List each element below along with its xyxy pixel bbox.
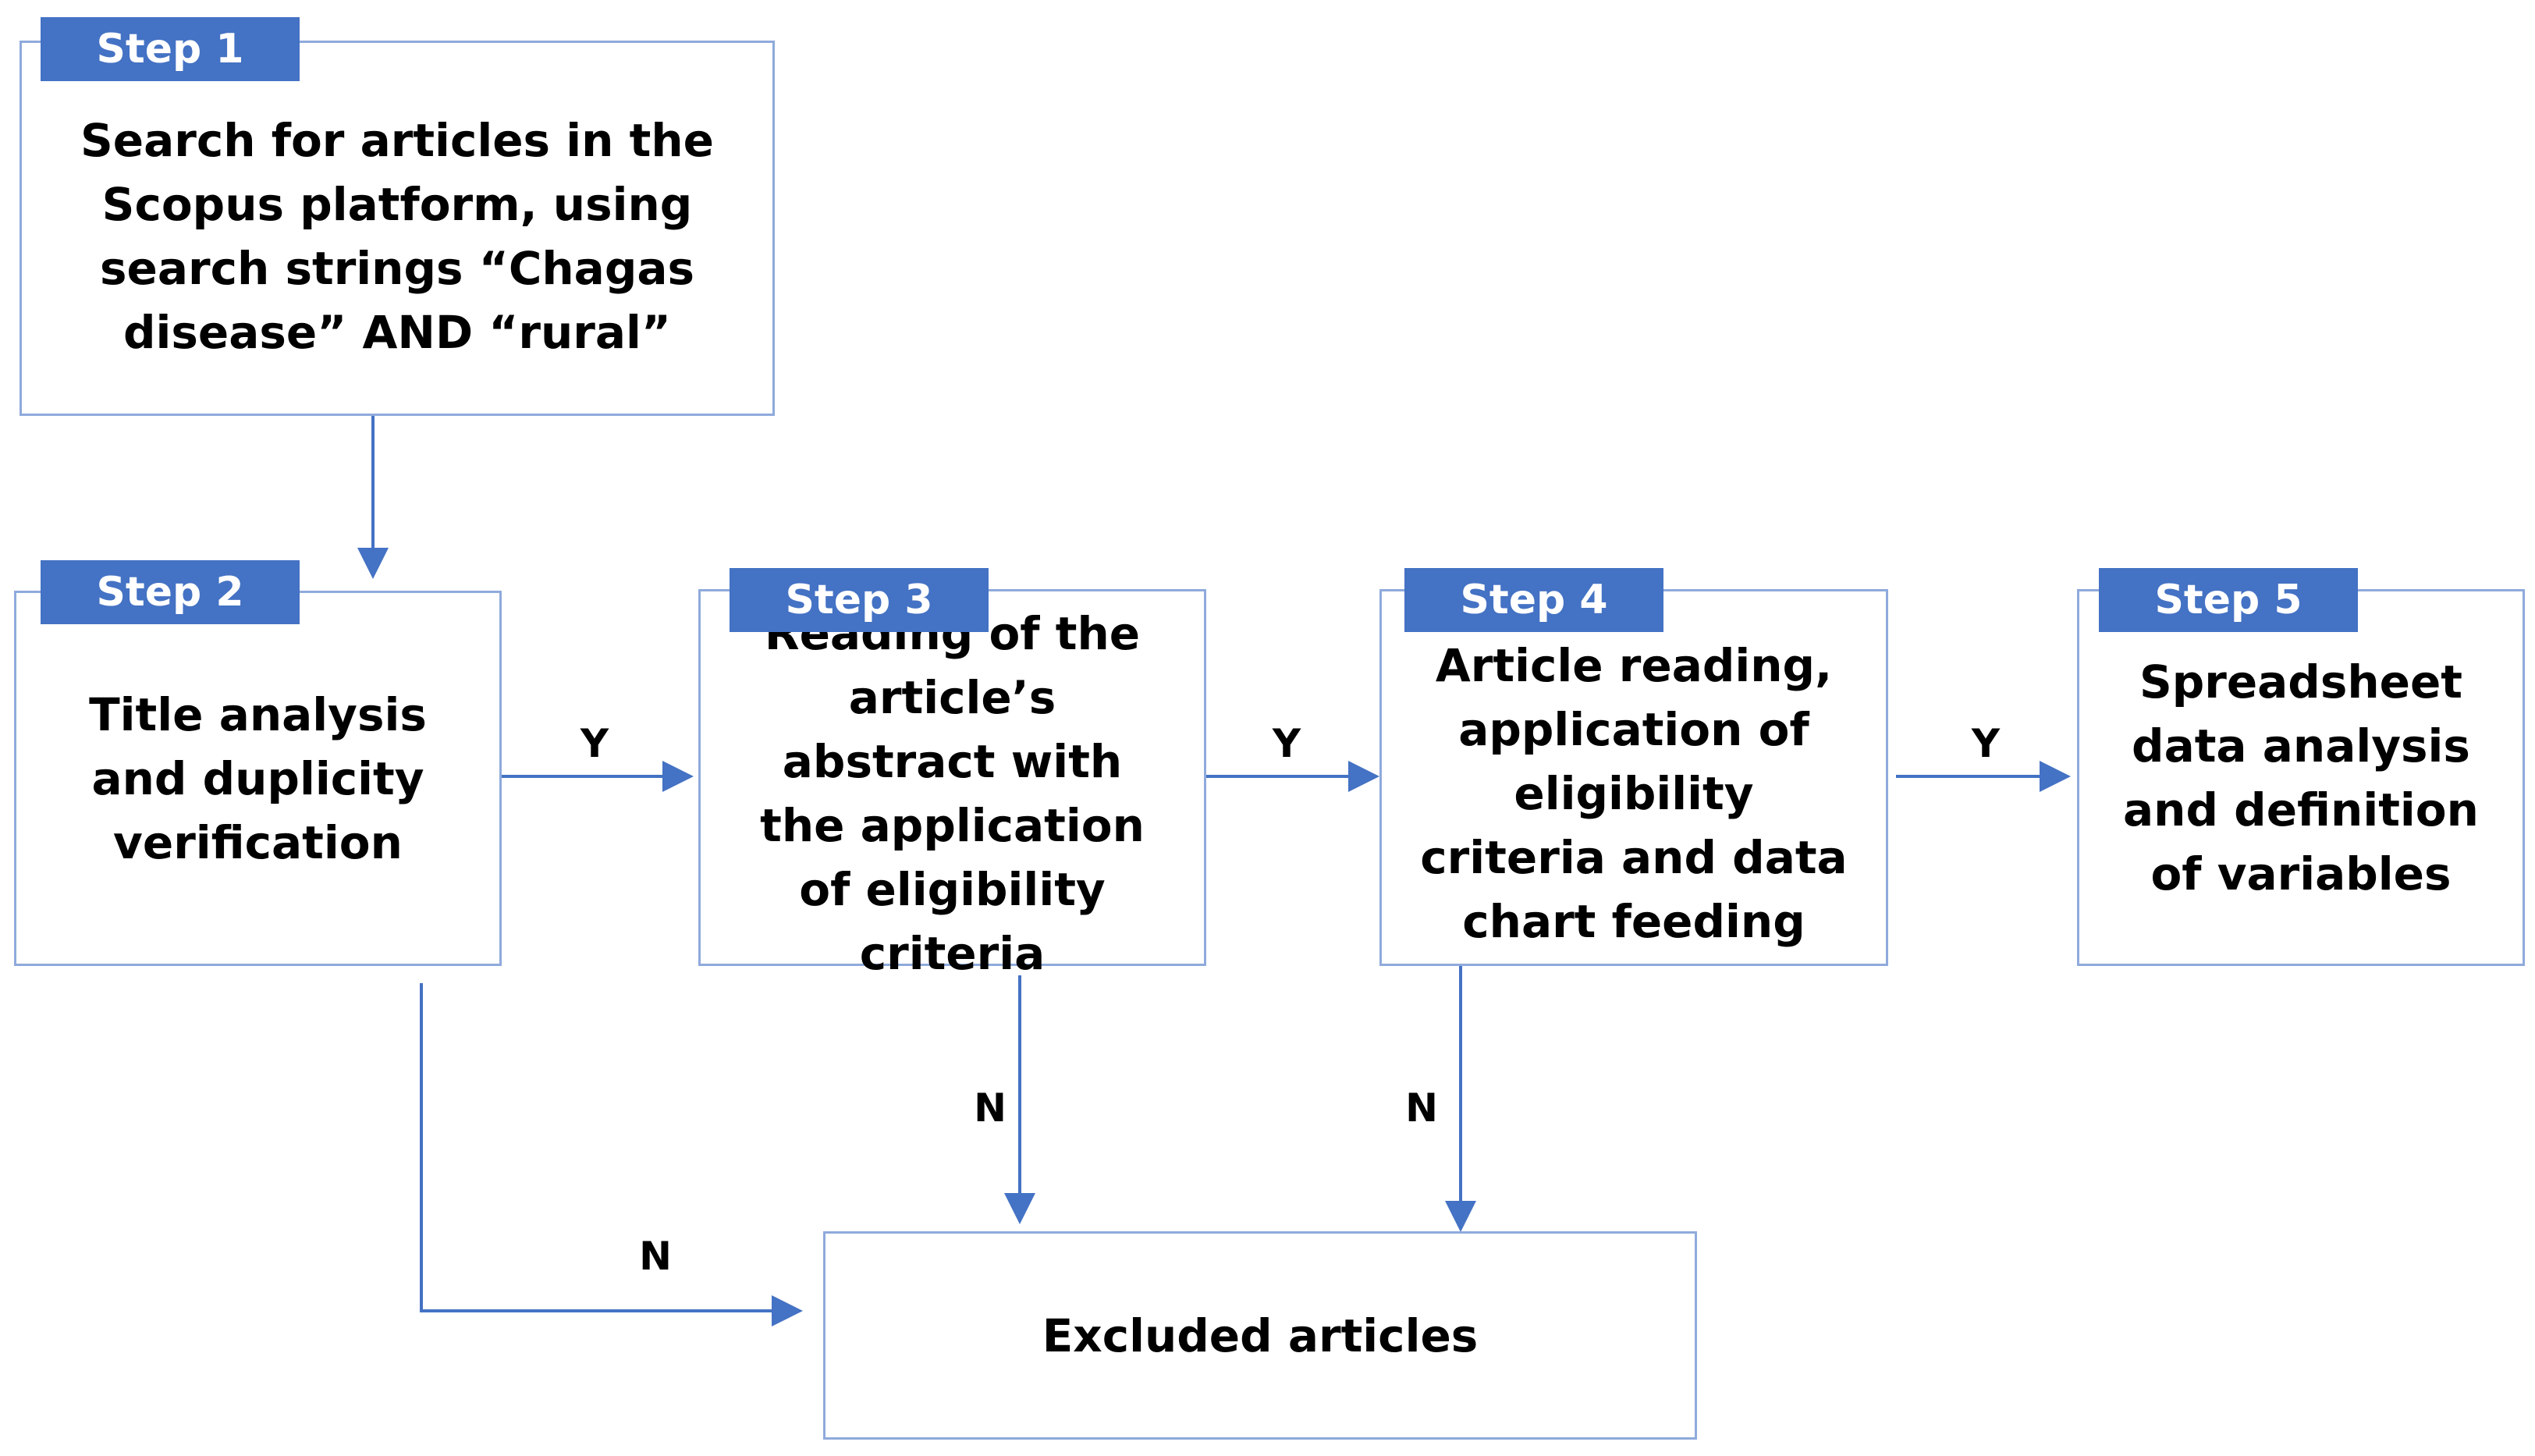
step-5-box: Spreadsheet data analysis and definition…	[2077, 589, 2525, 966]
edge-label-step4-excluded-no: N	[1405, 1085, 1438, 1131]
step-1-tag: Step 1	[41, 17, 300, 81]
step-2-text: Title analysis and duplicity verificatio…	[89, 687, 427, 869]
excluded-articles-box: Excluded articles	[823, 1231, 1697, 1440]
edge-label-step3-excluded-no: N	[974, 1085, 1007, 1131]
step-5-tag: Step 5	[2099, 568, 2358, 632]
step-2-box: Title analysis and duplicity verificatio…	[14, 591, 502, 966]
excluded-articles-text: Excluded articles	[1042, 1309, 1479, 1362]
step-3-box: Reading of the article’s abstract with t…	[698, 589, 1206, 980]
step-2-tag: Step 2	[41, 560, 300, 624]
step-1-box: Search for articles in the Scopus platfo…	[20, 41, 775, 416]
arrow-step2-to-excluded	[420, 983, 803, 1326]
step-5-text: Spreadsheet data analysis and definition…	[2123, 655, 2479, 900]
edge-label-step2-step3-yes: Y	[580, 721, 609, 766]
step-3-tag: Step 3	[730, 568, 989, 632]
step-1-text: Search for articles in the Scopus platfo…	[80, 113, 714, 359]
edge-label-step3-step4-yes: Y	[1272, 721, 1301, 766]
step-4-box: Article reading, application of eligibil…	[1379, 589, 1888, 966]
step-3-text: Reading of the article’s abstract with t…	[760, 606, 1145, 980]
step-4-tag: Step 4	[1404, 568, 1663, 632]
edge-label-step4-step5-yes: Y	[1971, 721, 2001, 766]
step-4-text: Article reading, application of eligibil…	[1420, 638, 1848, 948]
edge-label-step2-excluded-no: N	[639, 1234, 672, 1279]
